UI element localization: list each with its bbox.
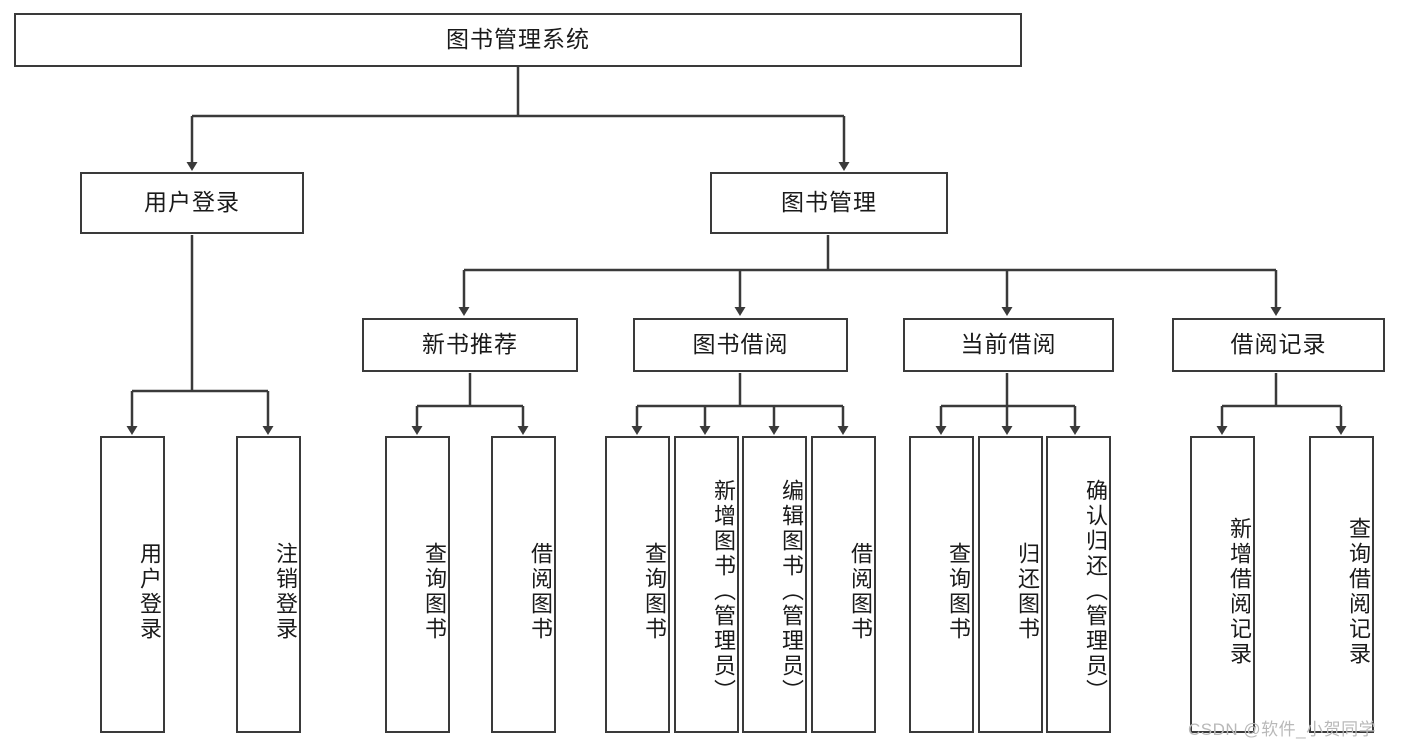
- leaf-query-book-1-label: 查询图书: [422, 541, 447, 642]
- node-current-borrow[interactable]: 当前借阅: [903, 318, 1114, 372]
- leaf-user-login-label: 用户登录: [137, 541, 162, 642]
- node-book-borrow[interactable]: 图书借阅: [633, 318, 848, 372]
- leaf-add-book-label: 新增图书（管理员）: [711, 479, 736, 704]
- node-root[interactable]: 图书管理系统: [14, 13, 1022, 67]
- leaf-query-book-2-label: 查询图书: [642, 541, 667, 642]
- leaf-query-book-3[interactable]: 查询图书: [909, 436, 974, 733]
- node-new-book-rec[interactable]: 新书推荐: [362, 318, 578, 372]
- leaf-query-book-3-label: 查询图书: [946, 541, 971, 642]
- leaf-query-book-2[interactable]: 查询图书: [605, 436, 670, 733]
- leaf-user-login[interactable]: 用户登录: [100, 436, 165, 733]
- leaf-logout-label: 注销登录: [273, 541, 298, 642]
- leaf-borrow-book-1-label: 借阅图书: [528, 541, 553, 642]
- node-borrow-record[interactable]: 借阅记录: [1172, 318, 1385, 372]
- leaf-borrow-book-1[interactable]: 借阅图书: [491, 436, 556, 733]
- node-user-login-label: 用户登录: [144, 189, 240, 216]
- leaf-borrow-book-2[interactable]: 借阅图书: [811, 436, 876, 733]
- node-borrow-record-label: 借阅记录: [1230, 331, 1327, 358]
- leaf-add-record-label: 新增借阅记录: [1227, 516, 1252, 667]
- leaf-query-book-1[interactable]: 查询图书: [385, 436, 450, 733]
- leaf-return-book[interactable]: 归还图书: [978, 436, 1043, 733]
- leaf-borrow-book-2-label: 借阅图书: [848, 541, 873, 642]
- node-new-book-rec-label: 新书推荐: [422, 331, 518, 358]
- node-user-login[interactable]: 用户登录: [80, 172, 304, 234]
- leaf-confirm-return-label: 确认归还（管理员）: [1083, 479, 1108, 704]
- leaf-confirm-return[interactable]: 确认归还（管理员）: [1046, 436, 1111, 733]
- leaf-return-book-label: 归还图书: [1015, 541, 1040, 642]
- node-root-label: 图书管理系统: [446, 26, 590, 53]
- node-book-manage-label: 图书管理: [781, 189, 877, 216]
- node-book-manage[interactable]: 图书管理: [710, 172, 948, 234]
- leaf-query-record-label: 查询借阅记录: [1346, 516, 1371, 667]
- node-book-borrow-label: 图书借阅: [692, 331, 789, 358]
- node-current-borrow-label: 当前借阅: [960, 331, 1057, 358]
- leaf-add-book[interactable]: 新增图书（管理员）: [674, 436, 739, 733]
- leaf-logout[interactable]: 注销登录: [236, 436, 301, 733]
- leaf-query-record[interactable]: 查询借阅记录: [1309, 436, 1374, 733]
- leaf-edit-book[interactable]: 编辑图书（管理员）: [742, 436, 807, 733]
- leaf-add-record[interactable]: 新增借阅记录: [1190, 436, 1255, 733]
- leaf-edit-book-label: 编辑图书（管理员）: [779, 479, 804, 704]
